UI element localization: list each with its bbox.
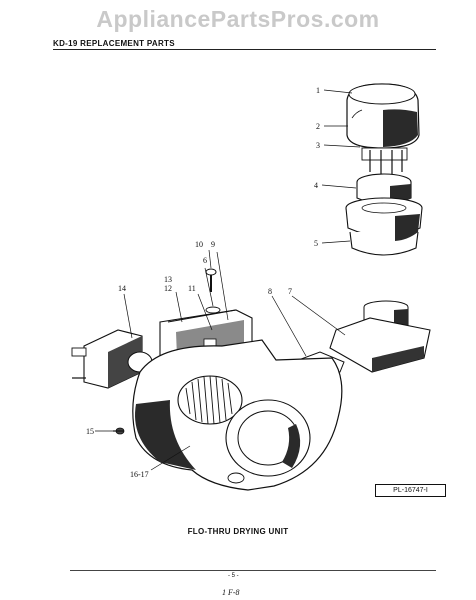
part-motor [71,329,153,389]
leader-lines [95,89,361,471]
part-cap [346,83,420,175]
page-header: KD-19 REPLACEMENT PARTS [53,39,175,48]
callout-1: 1 [316,86,320,95]
part-screw [205,268,221,314]
callout-15: 15 [86,427,94,436]
callout-2: 2 [316,122,320,131]
callout-14: 14 [118,284,126,293]
callout-11: 11 [188,284,196,293]
part-blower-housing [132,339,343,491]
callout-3: 3 [316,141,320,150]
callout-9: 9 [211,240,215,249]
callout-12: 12 [164,284,172,293]
part-adapter-ring [345,197,423,256]
handwritten-note: 1 F-8 [222,588,240,597]
callout-10: 10 [195,240,203,249]
callout-7: 7 [288,287,292,296]
page-number: - 5 - [228,573,239,579]
header-rule [53,49,436,50]
callout-13: 13 [164,275,172,284]
watermark: AppliancePartsPros.com [96,6,380,32]
callout-labels: 1 2 3 4 5 6 7 8 9 10 11 12 13 14 15 16-1… [86,86,320,479]
callout-8: 8 [268,287,272,296]
callout-4: 4 [314,181,318,190]
figure-caption: FLO-THRU DRYING UNIT [187,527,289,536]
callout-6: 6 [203,256,207,265]
footer-rule [70,570,436,571]
part-screw-small [113,427,125,435]
part-base-plate [329,300,431,373]
callout-16-17: 16-17 [130,470,149,479]
part-code-box: PL-16747-I [375,484,446,497]
callout-5: 5 [314,239,318,248]
